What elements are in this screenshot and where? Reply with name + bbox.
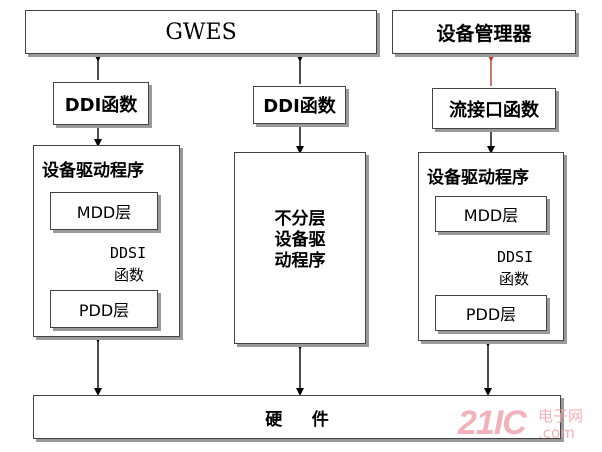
left-pdd-label: PDD层 xyxy=(78,301,130,320)
device-manager-label: 设备管理器 xyxy=(436,22,532,45)
ddi-left-box: DDI函数 xyxy=(53,82,149,125)
left-mdd-label: MDD层 xyxy=(76,203,132,222)
watermark-logo: 21IC xyxy=(458,404,527,442)
left-driver-title: 设备驱动程序 xyxy=(42,161,144,181)
right-driver-title: 设备驱动程序 xyxy=(427,168,529,188)
right-driver-box: 设备驱动程序 MDD层 DDSI 函数 PDD层 xyxy=(418,152,564,341)
middle-driver-line2: 设备驱 xyxy=(274,230,326,250)
watermark-site-top: 电子网 xyxy=(538,407,584,425)
right-ddsi-label-2: 函数 xyxy=(499,270,530,288)
right-mdd-label: MDD层 xyxy=(463,206,519,225)
right-pdd-label: PDD层 xyxy=(465,305,517,324)
gwes-label: GWES xyxy=(165,19,237,45)
watermark-site-bottom: .com xyxy=(538,424,575,442)
middle-driver-line1: 不分层 xyxy=(274,209,326,229)
left-pdd-box: PDD层 xyxy=(50,290,158,328)
site-watermark: 21IC 电子网 .com xyxy=(458,404,598,446)
stream-interface-box: 流接口函数 xyxy=(432,88,556,129)
left-ddsi-label-1: DDSI xyxy=(110,244,147,262)
left-ddsi-label-2: 函数 xyxy=(114,266,145,284)
middle-driver-text: 不分层 设备驱 动程序 xyxy=(235,209,365,272)
right-pdd-box: PDD层 xyxy=(435,295,547,331)
right-mdd-box: MDD层 xyxy=(435,196,547,232)
ddi-middle-box: DDI函数 xyxy=(253,86,346,124)
gwes-box: GWES xyxy=(25,10,377,54)
left-driver-box: 设备驱动程序 MDD层 DDSI 函数 PDD层 xyxy=(33,145,180,337)
right-ddsi-label-1: DDSI xyxy=(497,248,534,266)
ddi-middle-label: DDI函数 xyxy=(263,96,336,117)
ddi-left-label: DDI函数 xyxy=(64,94,138,116)
device-manager-box: 设备管理器 xyxy=(392,10,576,54)
hardware-label: 硬 件 xyxy=(265,409,329,430)
middle-driver-line3: 动程序 xyxy=(274,251,326,271)
hardware-box: 硬 件 xyxy=(33,395,561,439)
middle-driver-box: 不分层 设备驱 动程序 xyxy=(234,152,366,344)
stream-interface-label: 流接口函数 xyxy=(449,99,539,121)
left-mdd-box: MDD层 xyxy=(50,192,158,230)
